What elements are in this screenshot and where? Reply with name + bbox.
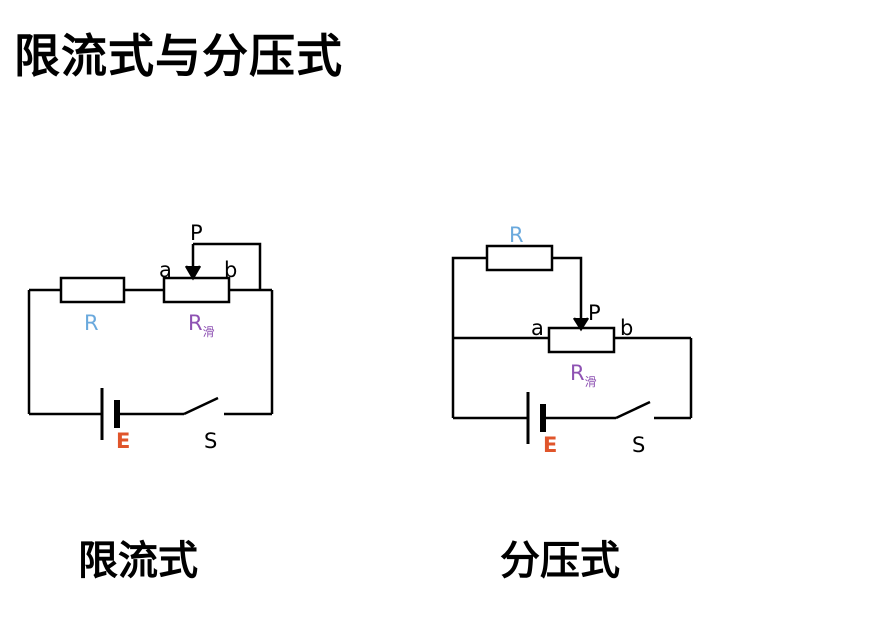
right-wire-r-branch bbox=[451, 256, 583, 338]
right-label-rheostat: R滑 bbox=[570, 361, 597, 389]
right-resistor bbox=[485, 244, 554, 272]
left-label-switch: S bbox=[204, 429, 217, 453]
left-label-battery: E bbox=[116, 429, 130, 453]
left-label-slider: P bbox=[190, 221, 203, 245]
right-label-battery: E bbox=[543, 433, 557, 457]
right-switch-blade bbox=[615, 400, 651, 420]
right-wire-sides bbox=[451, 338, 693, 418]
left-label-b: b bbox=[224, 258, 237, 282]
left-switch-blade bbox=[183, 396, 219, 416]
left-resistor bbox=[59, 276, 126, 304]
right-label-switch: S bbox=[632, 433, 645, 457]
right-rheostat bbox=[547, 326, 616, 354]
left-slider-arrow bbox=[184, 265, 202, 281]
left-caption: 限流式 bbox=[78, 538, 198, 584]
left-circuit bbox=[27, 242, 274, 440]
right-label-b: b bbox=[620, 316, 633, 340]
left-rheostat bbox=[162, 276, 231, 304]
left-label-rheostat: R滑 bbox=[188, 311, 215, 339]
left-wire-sides bbox=[27, 290, 274, 414]
left-label-resistor: R bbox=[84, 311, 99, 335]
right-caption: 分压式 bbox=[500, 538, 620, 584]
right-circuit bbox=[451, 244, 693, 444]
left-label-a: a bbox=[159, 258, 172, 282]
page-title: 限流式与分压式 bbox=[14, 29, 343, 83]
right-label-a: a bbox=[531, 316, 544, 340]
right-label-slider: P bbox=[588, 301, 601, 325]
right-label-resistor: R bbox=[509, 223, 524, 247]
